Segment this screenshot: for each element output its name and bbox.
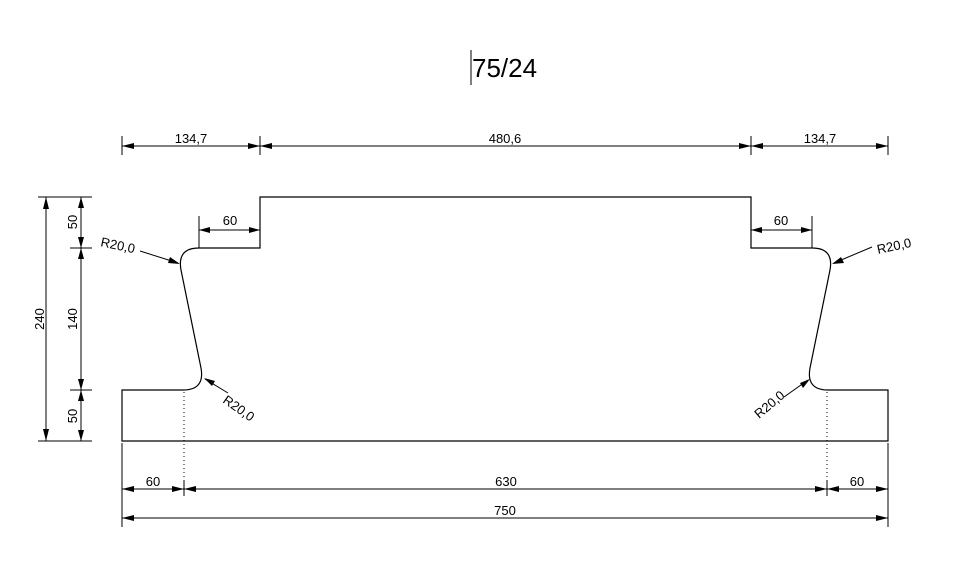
profile-outline <box>121 196 889 442</box>
dim-top-left: 134,7 <box>175 131 208 146</box>
radius-leader-bottom-right <box>783 379 810 398</box>
radius-bottom-left: R20,0 <box>220 392 257 424</box>
dim-height-middle: 140 <box>65 308 80 330</box>
radius-bottom-right: R20,0 <box>751 388 787 422</box>
dim-bottom-right: 60 <box>850 474 864 489</box>
radius-leader-top-left <box>139 250 180 264</box>
dim-step-right: 60 <box>774 213 788 228</box>
overall-width-dimension <box>122 515 888 521</box>
radius-top-right: R20,0 <box>876 235 913 257</box>
radius-leader-top-right <box>832 246 873 264</box>
dim-bottom-left: 60 <box>146 474 160 489</box>
radius-top-left: R20,0 <box>99 234 136 256</box>
step-dimension-right <box>751 216 813 248</box>
top-dimension-row <box>121 136 889 155</box>
dim-height-lower: 50 <box>65 409 80 423</box>
radius-leader-bottom-left <box>204 378 229 394</box>
bottom-dimension-row <box>121 443 889 527</box>
dim-height-upper: 50 <box>65 215 80 229</box>
drawing-title: 75/24 <box>472 53 537 83</box>
height-dimensions <box>38 196 92 442</box>
dim-overall-width: 750 <box>494 503 516 518</box>
step-dimension-left <box>198 216 260 248</box>
dim-bottom-middle: 630 <box>495 474 517 489</box>
dim-top-middle: 480,6 <box>489 131 522 146</box>
dim-top-right: 134,7 <box>804 131 837 146</box>
dim-height-total: 240 <box>32 308 47 330</box>
dim-step-left: 60 <box>223 213 237 228</box>
